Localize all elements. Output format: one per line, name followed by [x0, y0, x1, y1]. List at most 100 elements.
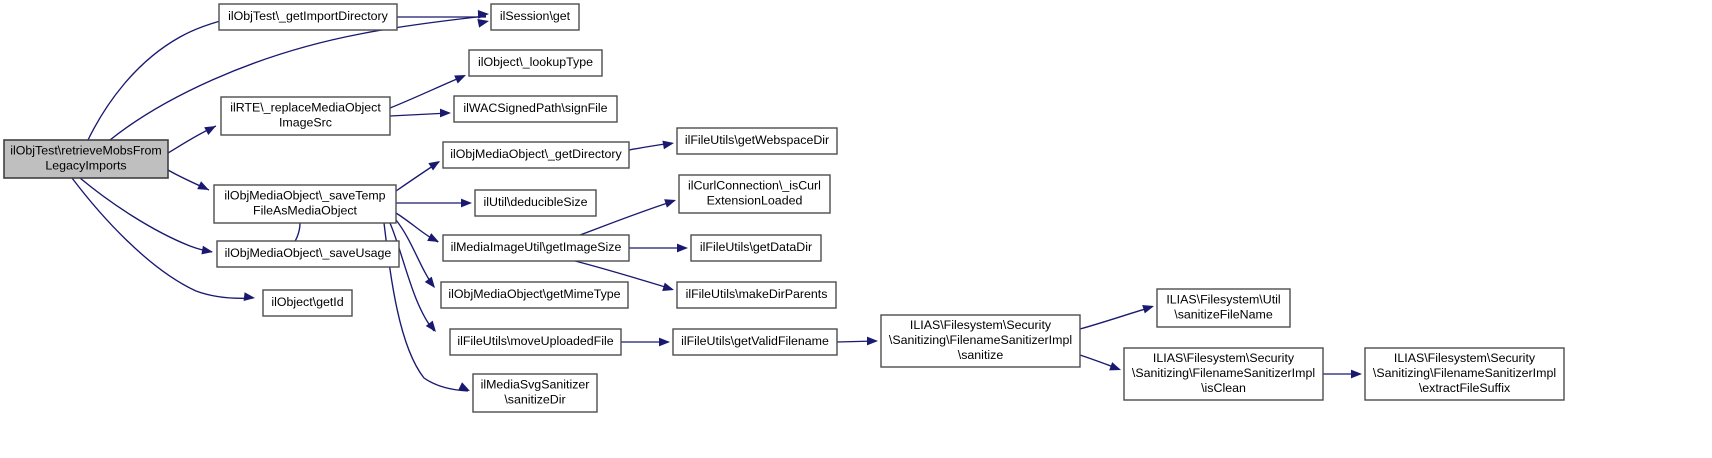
node-box[interactable] — [449, 328, 622, 356]
call-edge — [574, 260, 673, 290]
node-label-line: \sanitizeFileName — [1174, 308, 1273, 322]
arrow-head-icon — [1142, 305, 1154, 314]
node-label-line: ilObjMediaObject\_saveTemp — [224, 189, 385, 203]
call-edge — [389, 112, 450, 117]
node-box[interactable] — [3, 139, 169, 179]
node-label: ilSession\get — [500, 9, 571, 23]
call-edge — [395, 219, 435, 288]
graph-node[interactable]: ilObject\_lookupType — [468, 49, 603, 77]
node-label-line: ilObjTest\retrieveMobsFrom — [10, 144, 161, 158]
node-label-line: ilUtil\deducibleSize — [484, 195, 588, 209]
node-box[interactable] — [1123, 347, 1324, 401]
node-box[interactable] — [1364, 347, 1565, 401]
node-label: ilUtil\deducibleSize — [484, 195, 588, 209]
graph-node[interactable]: ilMediaImageUtil\getImageSize — [442, 234, 630, 262]
node-box[interactable] — [262, 289, 353, 317]
call-edge — [109, 15, 487, 141]
graph-node[interactable]: ilObjMediaObject\_saveUsage — [216, 240, 400, 268]
node-box[interactable] — [442, 234, 630, 262]
node-box[interactable] — [213, 184, 397, 224]
node-box[interactable] — [474, 189, 597, 217]
graph-node[interactable]: ILIAS\Filesystem\Security\Sanitizing\Fil… — [1123, 347, 1324, 401]
graph-node[interactable]: ILIAS\Filesystem\Security\Sanitizing\Fil… — [1364, 347, 1565, 401]
arrow-head-icon — [664, 199, 676, 208]
node-label-line: FileAsMediaObject — [253, 204, 358, 218]
node-label: ilObjTest\_getImportDirectory — [228, 9, 389, 23]
node-box[interactable] — [490, 3, 580, 31]
node-box[interactable] — [468, 49, 603, 77]
node-label-line: \sanitize — [958, 348, 1004, 362]
graph-node[interactable]: ilFileUtils\getWebspaceDir — [676, 127, 838, 155]
node-label-line: ilObjMediaObject\_getDirectory — [450, 147, 622, 161]
node-label-line: ilObject\_lookupType — [478, 55, 593, 69]
arrow-head-icon — [424, 276, 435, 288]
graph-node[interactable]: ilObject\getId — [262, 289, 353, 317]
arrow-head-icon — [1351, 369, 1362, 379]
arrowheads-layer — [197, 9, 1362, 391]
graph-node[interactable]: ilSession\get — [490, 3, 580, 31]
node-label-line: ilFileUtils\getWebspaceDir — [685, 133, 829, 147]
node-label-line: \isClean — [1201, 381, 1246, 395]
graph-node[interactable]: ilFileUtils\makeDirParents — [676, 281, 837, 309]
arrow-head-icon — [458, 382, 470, 391]
node-label-line: ilFileUtils\getValidFilename — [681, 334, 829, 348]
node-box[interactable] — [1156, 288, 1291, 328]
node-box[interactable] — [678, 174, 831, 214]
node-box[interactable] — [672, 328, 838, 356]
node-box[interactable] — [453, 95, 618, 123]
node-label: ilFileUtils\getDataDir — [700, 240, 812, 254]
node-box[interactable] — [676, 127, 838, 155]
graph-node[interactable]: ilObjTest\_getImportDirectory — [218, 3, 398, 31]
arrow-head-icon — [477, 18, 489, 28]
arrow-head-icon — [243, 292, 255, 302]
call-edge — [1079, 306, 1153, 330]
call-edge — [87, 17, 233, 141]
node-label-line: \extractFileSuffix — [1419, 381, 1511, 395]
node-box[interactable] — [440, 281, 629, 309]
arrow-head-icon — [197, 181, 209, 190]
node-label: ILIAS\Filesystem\Util\sanitizeFileName — [1166, 293, 1280, 322]
node-label: ILIAS\Filesystem\Security\Sanitizing\Fil… — [889, 318, 1072, 362]
graph-node[interactable]: ilFileUtils\getDataDir — [690, 234, 822, 262]
node-label-line: ExtensionLoaded — [707, 194, 803, 208]
node-box[interactable] — [442, 141, 630, 169]
node-box[interactable] — [472, 373, 598, 413]
node-label: ilFileUtils\moveUploadedFile — [457, 334, 613, 348]
call-edge — [71, 177, 254, 299]
node-label-line: ilFileUtils\getDataDir — [700, 240, 812, 254]
node-box[interactable] — [880, 314, 1081, 368]
arrow-head-icon — [428, 161, 440, 171]
node-label-line: ilObjMediaObject\getMimeType — [448, 287, 620, 301]
arrow-head-icon — [659, 337, 670, 347]
node-box[interactable] — [676, 281, 837, 309]
graph-node[interactable]: ILIAS\Filesystem\Security\Sanitizing\Fil… — [880, 314, 1081, 368]
node-label-line: ilObject\getId — [271, 295, 343, 309]
arrow-head-icon — [662, 282, 674, 291]
graph-node[interactable]: ilFileUtils\moveUploadedFile — [449, 328, 622, 356]
arrow-head-icon — [1109, 362, 1121, 371]
arrow-head-icon — [662, 140, 674, 150]
node-box[interactable] — [690, 234, 822, 262]
graph-node[interactable]: ilWACSignedPath\signFile — [453, 95, 618, 123]
node-box[interactable] — [218, 3, 398, 31]
call-edge — [389, 75, 465, 109]
node-label: ilObjMediaObject\_getDirectory — [450, 147, 622, 161]
graph-node[interactable]: ILIAS\Filesystem\Util\sanitizeFileName — [1156, 288, 1291, 328]
node-box[interactable] — [220, 96, 391, 136]
graph-node[interactable]: ilUtil\deducibleSize — [474, 189, 597, 217]
graph-node[interactable]: ilMediaSvgSanitizer\sanitizeDir — [472, 373, 598, 413]
graph-node[interactable]: ilObjMediaObject\getMimeType — [440, 281, 629, 309]
graph-node[interactable]: ilObjMediaObject\_getDirectory — [442, 141, 630, 169]
node-label: ILIAS\Filesystem\Security\Sanitizing\Fil… — [1132, 351, 1315, 395]
graph-node[interactable]: ilFileUtils\getValidFilename — [672, 328, 838, 356]
node-box[interactable] — [216, 240, 400, 268]
